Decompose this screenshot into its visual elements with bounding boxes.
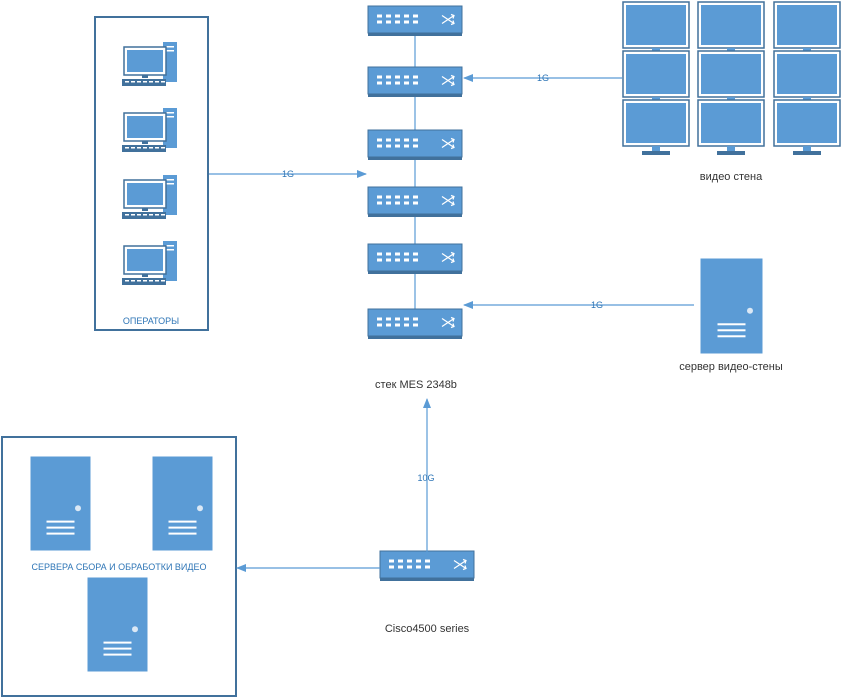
operator-pc-2: [122, 108, 177, 152]
video-wall-monitor-6: [773, 50, 841, 106]
video-wall-label: видео стена: [700, 171, 763, 183]
operator-pc-1: [122, 42, 177, 86]
stack-switch-3: [367, 129, 463, 160]
operator-pc-4: [122, 241, 177, 285]
stack-switch-4: [367, 186, 463, 217]
capture-server-2: [151, 455, 214, 552]
switch-stack: [367, 5, 463, 339]
wall-server: [699, 257, 764, 355]
operator-pc-3: [122, 175, 177, 219]
video-wall-monitor-7: [622, 99, 690, 155]
core-switch: [379, 550, 475, 581]
stack-switch-5: [367, 243, 463, 274]
capture-servers-label: СЕРВЕРА СБОРА И ОБРАБОТКИ ВИДЕО: [32, 562, 207, 572]
switch-stack-label: стек MES 2348b: [375, 379, 457, 391]
video-wall-monitor-8: [697, 99, 765, 155]
operators-pc-list: [122, 42, 177, 285]
capture-server-3: [86, 576, 149, 673]
stack-switch-6: [367, 308, 463, 339]
stack-switch-1: [367, 5, 463, 36]
stack-switch-2: [367, 66, 463, 97]
video-wall-monitor-9: [773, 99, 841, 155]
video-wall-monitor-5: [697, 50, 765, 106]
capture-server-list: [29, 455, 214, 673]
operators-label: ОПЕРАТОРЫ: [123, 316, 179, 326]
link-operators-to-stack-label: 1G: [282, 169, 294, 179]
video-wall-monitor-1: [622, 1, 690, 57]
video-wall-monitor-2: [697, 1, 765, 57]
core-switch-label: Cisco4500 series: [385, 623, 470, 635]
video-wall-server-icon: [699, 257, 764, 355]
link-core-to-stack-label: 10G: [417, 473, 434, 483]
wall-server-label: сервер видео-стены: [679, 361, 783, 373]
capture-server-1: [29, 455, 92, 552]
link-wall-to-stack-label: 1G: [537, 73, 549, 83]
video-wall-monitor-3: [773, 1, 841, 57]
video-wall: [622, 1, 841, 155]
link-server-to-stack-label: 1G: [591, 300, 603, 310]
video-wall-monitor-4: [622, 50, 690, 106]
cisco-core-switch: [379, 550, 475, 581]
